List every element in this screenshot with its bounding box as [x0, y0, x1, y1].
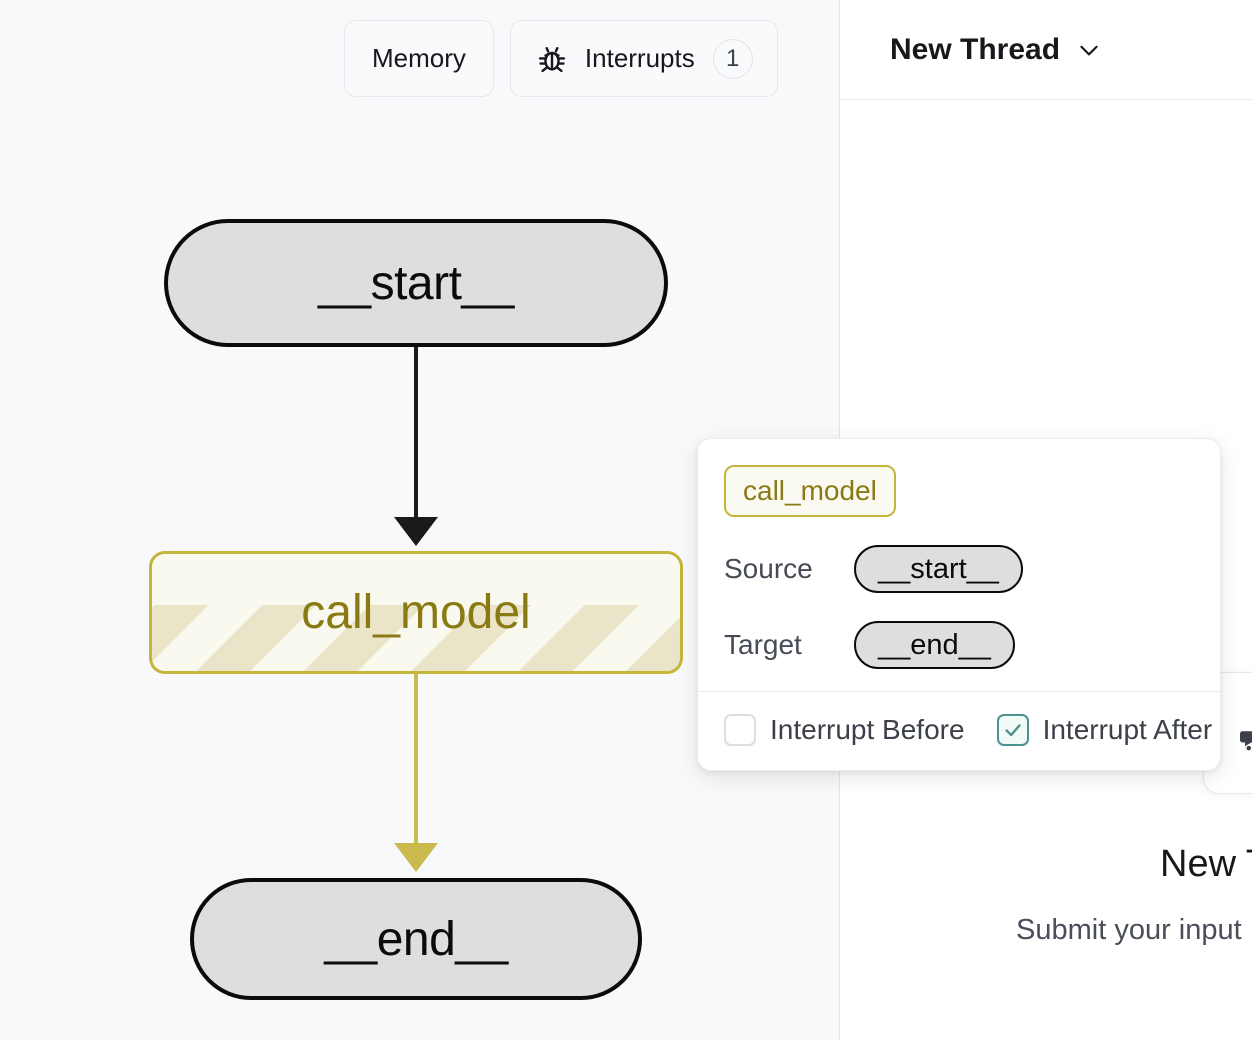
popup-source-label: Source: [724, 553, 813, 584]
memory-button[interactable]: Memory: [344, 20, 494, 97]
popup-target-value[interactable]: __end__: [854, 621, 1015, 669]
popup-node-chip[interactable]: call_model: [724, 465, 896, 517]
graph-node-start[interactable]: __start__: [164, 219, 668, 347]
interrupt-after-label: Interrupt After: [1042, 714, 1213, 745]
chevron-down-icon: [1080, 45, 1098, 55]
popup-target-row: Target __end__: [724, 621, 1194, 669]
graph-node-start-label: __start__: [318, 256, 514, 310]
interrupt-after-option[interactable]: Interrupt After: [996, 714, 1213, 746]
interrupt-before-option[interactable]: Interrupt Before: [724, 714, 965, 746]
message-icon: [1240, 731, 1252, 751]
interrupt-before-checkbox[interactable]: [724, 714, 756, 746]
interrupts-button-label: Interrupts: [584, 43, 695, 73]
thread-title: New Thread: [890, 32, 1061, 66]
edge-details-popup: call_model Source __start__ Target __end…: [697, 438, 1221, 771]
thread-empty-subtitle: Submit your input: [1016, 914, 1242, 946]
thread-pane-header: New Thread: [840, 0, 1252, 100]
interrupt-before-label: Interrupt Before: [770, 714, 965, 745]
popup-target-label: Target: [724, 629, 802, 660]
thread-empty-title: New T: [1160, 843, 1252, 885]
check-icon: [1004, 724, 1021, 737]
interrupts-button[interactable]: Interrupts 1: [509, 20, 778, 97]
popup-source-value[interactable]: __start__: [854, 545, 1023, 593]
thread-selector[interactable]: New Thread: [890, 33, 1102, 67]
interrupts-count-badge: 1: [712, 38, 753, 79]
popup-source-row: Source __start__: [724, 545, 1194, 593]
graph-toolbar: Memory Interrupts 1: [344, 20, 778, 97]
memory-button-label: Memory: [372, 43, 466, 73]
graph-node-call-model[interactable]: call_model: [149, 551, 683, 674]
interrupt-after-checkbox[interactable]: [996, 714, 1029, 746]
edge-details-body: call_model Source __start__ Target __end…: [698, 439, 1220, 691]
interrupt-options: Interrupt Before Interrupt After: [698, 691, 1220, 770]
graph-node-end[interactable]: __end__: [190, 878, 642, 1000]
bug-icon: [538, 46, 566, 72]
graph-node-end-label: __end__: [324, 912, 508, 966]
graph-node-call-model-label: call_model: [301, 586, 531, 639]
